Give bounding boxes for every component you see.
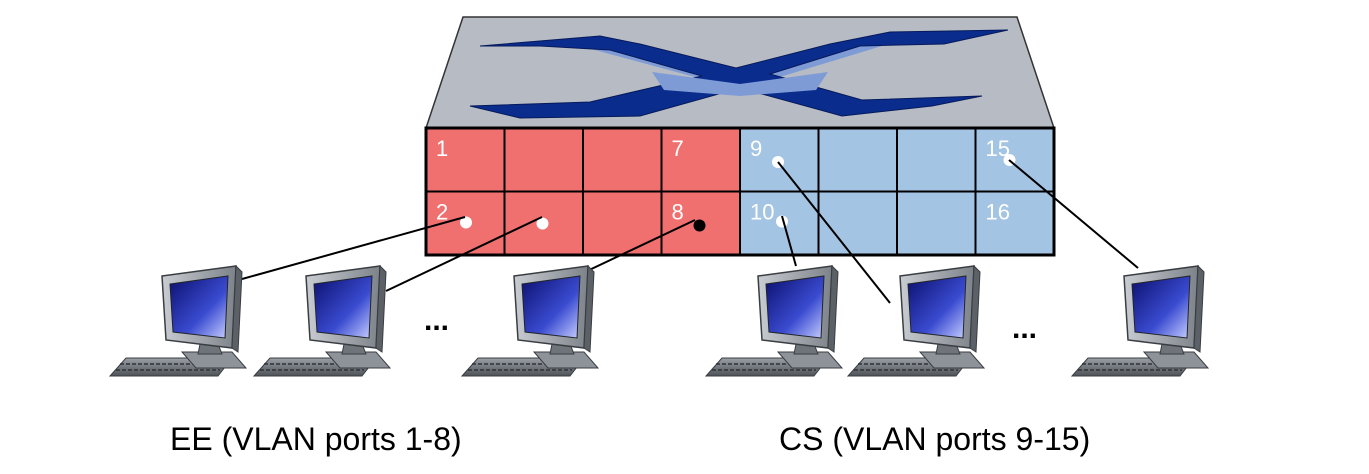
port-connector-dot bbox=[460, 216, 472, 229]
cable-port-15 bbox=[1008, 159, 1139, 269]
cable-port-10 bbox=[781, 215, 797, 267]
cable-port-8 bbox=[584, 219, 696, 273]
desktop-computer-icon bbox=[109, 265, 247, 377]
cable-port-4 bbox=[385, 216, 543, 292]
desktop-computer-icon bbox=[847, 265, 985, 377]
switch-port-cell-10 bbox=[817, 127, 898, 193]
switch-port-cell-2 bbox=[503, 127, 584, 193]
desktop-computer-icon bbox=[1071, 265, 1209, 377]
switch-port-cell-4 bbox=[582, 127, 663, 193]
ee-ellipsis: ... bbox=[424, 304, 449, 337]
cs-ellipsis: ... bbox=[1012, 312, 1037, 345]
desktop-computer-icon bbox=[705, 265, 843, 377]
ee-vlan-label: EE (VLAN ports 1-8) bbox=[170, 421, 462, 457]
crossed-arrows-icon bbox=[469, 29, 1009, 119]
port-label: 2 bbox=[436, 200, 448, 225]
cables bbox=[241, 159, 1139, 304]
switch-port-cell-5 bbox=[582, 190, 663, 256]
port-connector-dot bbox=[693, 219, 706, 232]
cs-vlan-label: CS (VLAN ports 9-15) bbox=[779, 421, 1090, 457]
hosts bbox=[109, 265, 1209, 377]
desktop-computer-icon bbox=[253, 265, 391, 377]
cable-port-2 bbox=[241, 216, 466, 280]
port-connector-dot bbox=[536, 217, 549, 230]
switch-port-cell-13 bbox=[896, 190, 977, 256]
switch-front-border bbox=[424, 126, 1056, 257]
cable-port-9 bbox=[777, 161, 891, 304]
port-label: 1 bbox=[436, 136, 448, 161]
switch-port-cell-12 bbox=[896, 127, 977, 193]
desktop-computer-icon bbox=[461, 265, 599, 377]
port-label: 10 bbox=[750, 200, 774, 225]
switch-port-cell-11 bbox=[817, 190, 898, 256]
port-label: 9 bbox=[750, 136, 762, 161]
port-label: 16 bbox=[986, 200, 1010, 225]
port-label: 8 bbox=[672, 200, 684, 225]
port-label: 7 bbox=[672, 136, 684, 161]
switch-port-7 bbox=[660, 127, 741, 193]
